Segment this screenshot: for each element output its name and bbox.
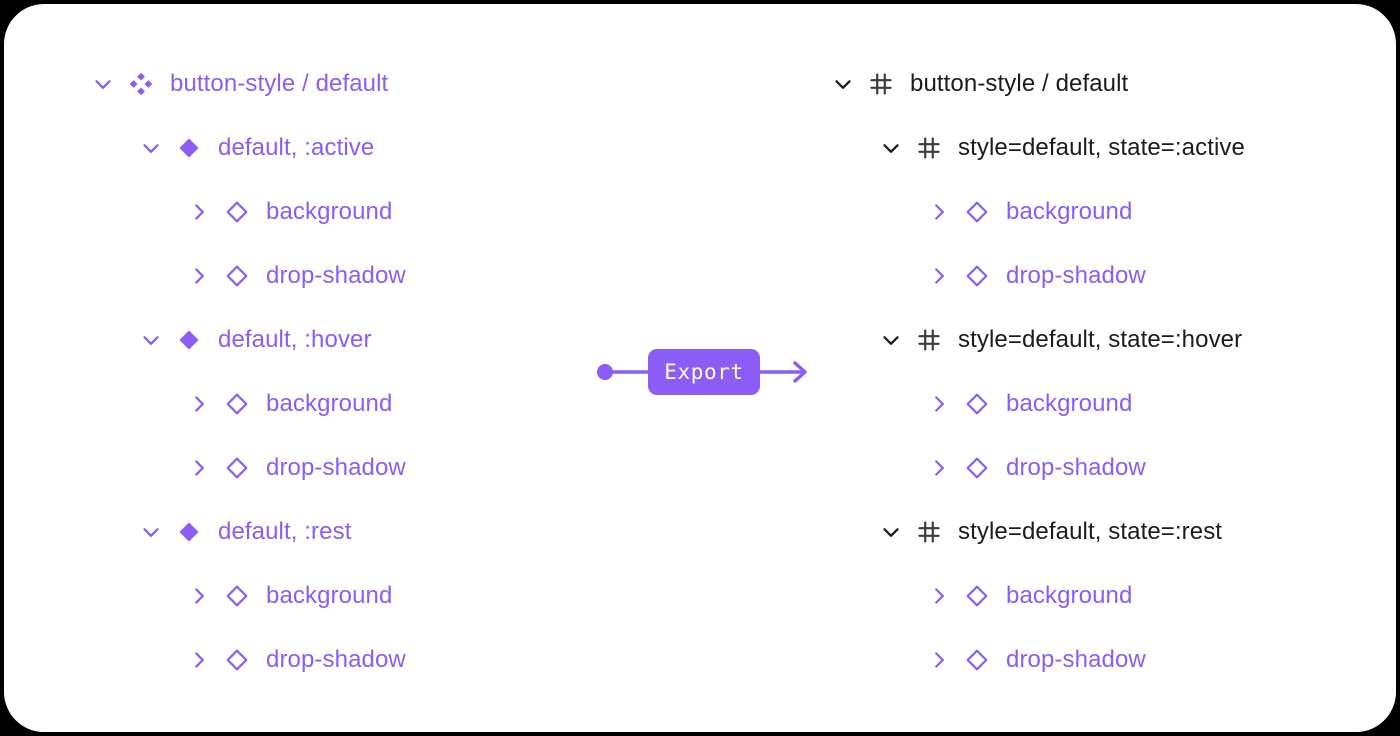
tree-row-label: drop-shadow — [266, 646, 406, 673]
tree-row[interactable]: background — [830, 192, 1132, 232]
tree-row[interactable]: background — [90, 192, 392, 232]
tree-row-label: background — [1006, 390, 1133, 417]
chevron-right-icon[interactable] — [926, 199, 952, 225]
tree-row-label: default, :active — [218, 134, 375, 161]
tree-row-label: background — [266, 390, 393, 417]
chevron-right-icon[interactable] — [926, 647, 952, 673]
tree-row-label: drop-shadow — [266, 262, 406, 289]
instance-icon — [222, 197, 252, 227]
chevron-down-icon[interactable] — [878, 327, 904, 353]
export-button-label: Export — [664, 360, 744, 384]
tree-row[interactable]: style=default, state=:rest — [830, 512, 1222, 552]
component-icon — [174, 325, 204, 355]
tree-row-label: background — [266, 582, 393, 609]
tree-row-label: style=default, state=:hover — [958, 326, 1243, 353]
tree-row[interactable]: button-style / default — [90, 64, 388, 104]
tree-row[interactable]: drop-shadow — [830, 256, 1146, 296]
instance-icon — [222, 453, 252, 483]
chevron-right-icon[interactable] — [186, 455, 212, 481]
connector-arrowhead — [793, 361, 807, 383]
tree-row[interactable]: default, :hover — [90, 320, 372, 360]
tree-row-label: button-style / default — [910, 70, 1129, 97]
chevron-down-icon[interactable] — [878, 135, 904, 161]
instance-icon — [962, 581, 992, 611]
instance-icon — [962, 453, 992, 483]
tree-row[interactable]: drop-shadow — [90, 448, 406, 488]
tree-row[interactable]: drop-shadow — [830, 448, 1146, 488]
tree-row-label: background — [1006, 198, 1133, 225]
component-icon — [174, 517, 204, 547]
tree-row-label: style=default, state=:active — [958, 134, 1245, 161]
frame-icon — [914, 517, 944, 547]
chevron-right-icon[interactable] — [186, 647, 212, 673]
chevron-right-icon[interactable] — [926, 455, 952, 481]
chevron-down-icon[interactable] — [90, 71, 116, 97]
tree-row-label: background — [266, 198, 393, 225]
chevron-right-icon[interactable] — [926, 391, 952, 417]
chevron-right-icon[interactable] — [186, 583, 212, 609]
tree-row[interactable]: drop-shadow — [830, 640, 1146, 680]
chevron-right-icon[interactable] — [926, 263, 952, 289]
instance-icon — [222, 389, 252, 419]
connector-line — [597, 361, 807, 383]
chevron-right-icon[interactable] — [926, 583, 952, 609]
instance-icon — [962, 645, 992, 675]
tree-row-label: drop-shadow — [266, 454, 406, 481]
tree-row[interactable]: background — [90, 576, 392, 616]
instance-icon — [962, 261, 992, 291]
tree-row[interactable]: default, :rest — [90, 512, 351, 552]
chevron-right-icon[interactable] — [186, 263, 212, 289]
tree-row-label: drop-shadow — [1006, 262, 1146, 289]
frame-icon — [866, 69, 896, 99]
tree-row[interactable]: drop-shadow — [90, 640, 406, 680]
tree-row[interactable]: button-style / default — [830, 64, 1128, 104]
tree-row-label: default, :hover — [218, 326, 372, 353]
instance-icon — [962, 389, 992, 419]
instance-icon — [222, 645, 252, 675]
tree-row-label: background — [1006, 582, 1133, 609]
tree-row-label: button-style / default — [170, 70, 389, 97]
chevron-right-icon[interactable] — [186, 199, 212, 225]
instance-icon — [222, 581, 252, 611]
instance-icon — [962, 197, 992, 227]
component-icon — [174, 133, 204, 163]
tree-row-label: style=default, state=:rest — [958, 518, 1223, 545]
chevron-down-icon[interactable] — [138, 519, 164, 545]
frame-icon — [914, 325, 944, 355]
tree-row[interactable]: background — [830, 576, 1132, 616]
chevron-right-icon[interactable] — [186, 391, 212, 417]
diagram-card: button-style / default default, :active ba… — [4, 4, 1396, 732]
tree-row-label: default, :rest — [218, 518, 352, 545]
tree-row[interactable]: style=default, state=:hover — [830, 320, 1242, 360]
tree-row-label: drop-shadow — [1006, 646, 1146, 673]
tree-row[interactable]: style=default, state=:active — [830, 128, 1245, 168]
tree-row[interactable]: drop-shadow — [90, 256, 406, 296]
tree-row[interactable]: background — [830, 384, 1132, 424]
export-button[interactable]: Export — [648, 349, 760, 395]
chevron-down-icon[interactable] — [138, 135, 164, 161]
tree-row[interactable]: background — [90, 384, 392, 424]
chevron-down-icon[interactable] — [878, 519, 904, 545]
export-connector: Export — [596, 349, 812, 395]
component-set-icon — [126, 69, 156, 99]
chevron-down-icon[interactable] — [830, 71, 856, 97]
chevron-down-icon[interactable] — [138, 327, 164, 353]
tree-row-label: drop-shadow — [1006, 454, 1146, 481]
frame-icon — [914, 133, 944, 163]
instance-icon — [222, 261, 252, 291]
tree-row[interactable]: default, :active — [90, 128, 374, 168]
